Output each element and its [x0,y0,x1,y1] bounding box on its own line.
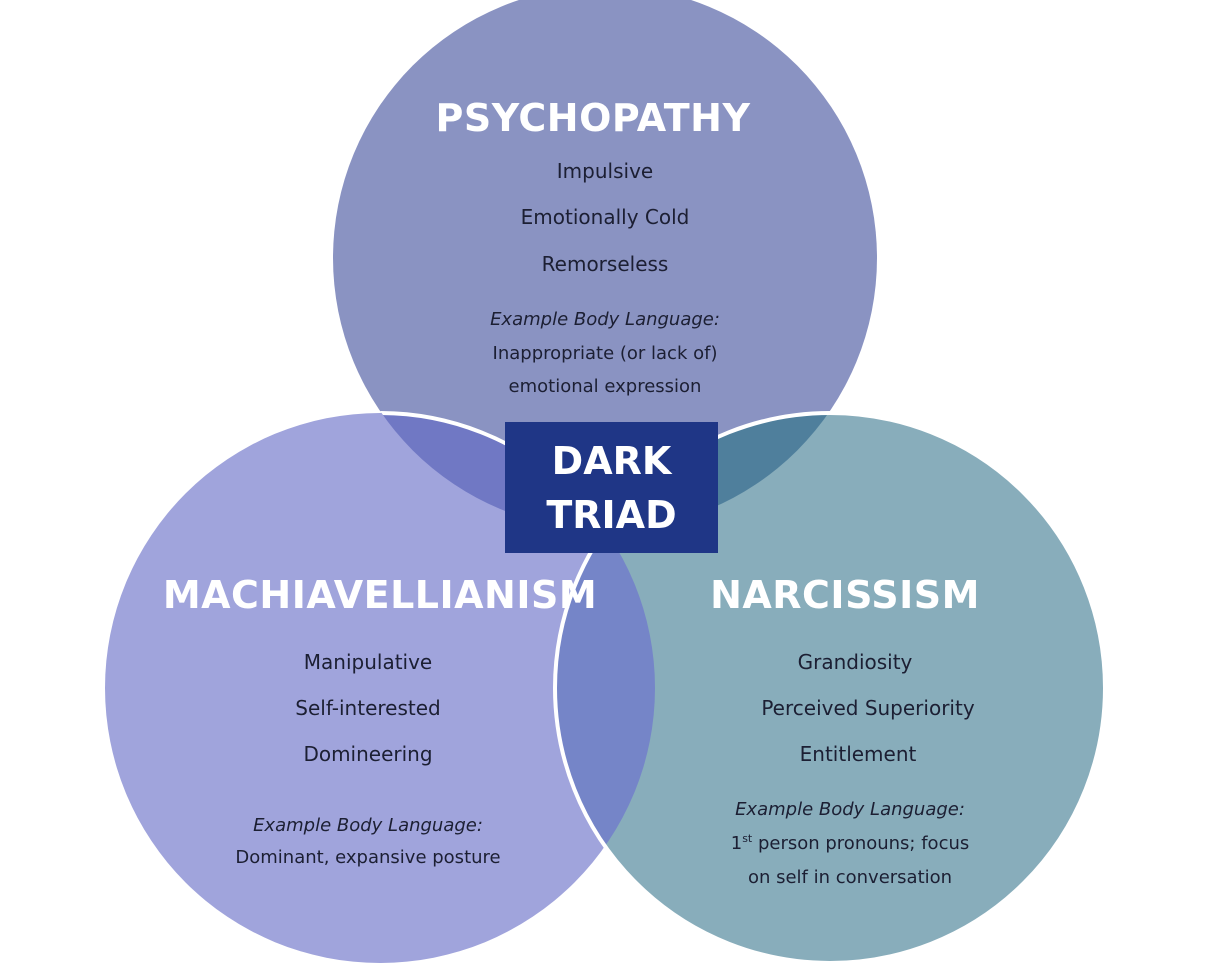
narcissism-trait: Grandiosity [797,650,913,674]
narcissism-example-line: 1st person pronouns; focus [731,832,970,854]
ordinal-number: 1 [730,833,743,854]
right-circle-border [553,411,1107,964]
center-line2: TRIAD [546,493,677,537]
example-line-rest: person pronouns; focus [752,833,970,854]
machiavellianism-title: MACHIAVELLIANISM [162,573,598,617]
dark-triad-box: DARK TRIAD [505,422,718,553]
machiavellianism-trait: Self-interested [295,696,441,720]
psychopathy-trait: Remorseless [541,252,669,276]
psychopathy-trait: Emotionally Cold [520,205,690,229]
narcissism-trait: Entitlement [799,742,917,766]
machiavellianism-trait: Manipulative [303,650,433,674]
machiavellianism-example-line: Dominant, expansive posture [235,847,501,868]
psychopathy-trait: Impulsive [556,159,654,183]
narcissism-example-label: Example Body Language: [735,799,965,820]
psychopathy-example-label: Example Body Language: [490,309,720,330]
machiavellianism-trait: Domineering [303,742,433,766]
psychopathy-example-line: Inappropriate (or lack of) [492,343,718,364]
center-line1: DARK [551,439,672,483]
psychopathy-example-line: emotional expression [508,376,702,397]
narcissism-example-line: on self in conversation [747,867,953,888]
narcissism-trait: Perceived Superiority [761,696,975,720]
psychopathy-circle [333,0,877,530]
ordinal-suffix: st [742,832,753,845]
psychopathy-title: PSYCHOPATHY [435,96,751,140]
machiavellianism-example-label: Example Body Language: [253,815,483,836]
narcissism-title: NARCISSISM [710,573,980,617]
